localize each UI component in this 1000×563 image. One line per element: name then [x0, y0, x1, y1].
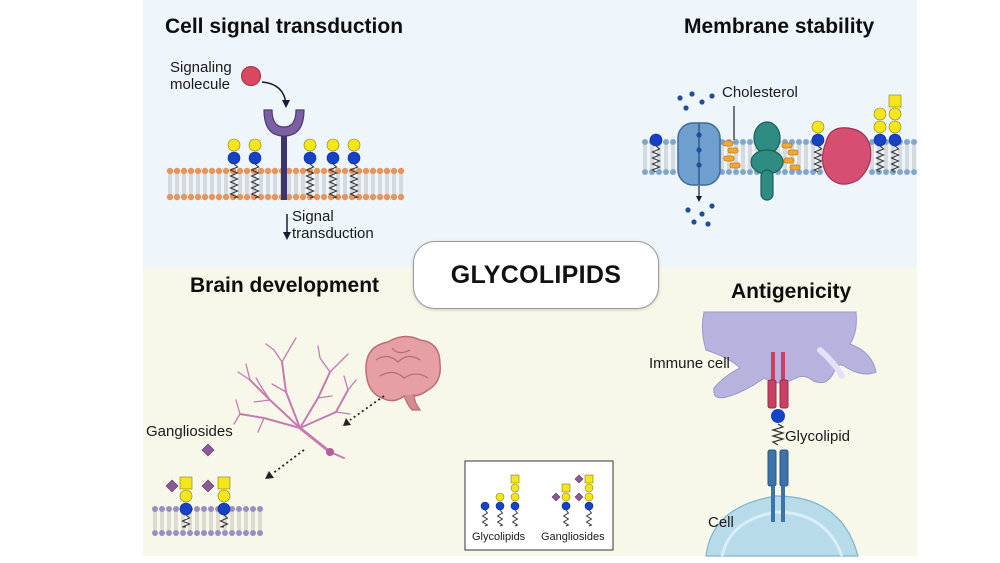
cell-receptor-icon — [767, 449, 789, 522]
cell-label: Cell — [708, 514, 734, 531]
receptor-stem — [281, 136, 287, 200]
signaling-molecule-label-line1: Signaling — [170, 59, 232, 76]
glycolipid-tail-icon — [770, 423, 786, 446]
signaling-molecule-icon — [241, 66, 261, 86]
immune-cell-icon — [701, 311, 877, 399]
signal-glycolipids — [227, 138, 361, 199]
membrane-heading: Membrane stability — [684, 15, 875, 38]
glycolipid-label: Glycolipid — [785, 428, 851, 445]
ions-icon — [677, 91, 715, 227]
binding-arrowhead — [282, 100, 290, 108]
center-title-box: GLYCOLIPIDS — [413, 241, 659, 309]
top-panel-background — [143, 0, 917, 268]
gangliosides-label: Gangliosides — [146, 423, 233, 440]
brain-icon — [365, 335, 441, 411]
legend-glycolipids-icon — [480, 474, 520, 527]
cholesterol-label: Cholesterol — [722, 84, 798, 101]
membrane-protein-teal-icon — [750, 121, 784, 201]
neuron-soma — [326, 448, 334, 456]
page-title: GLYCOLIPIDS — [450, 260, 622, 289]
antigenicity-heading: Antigenicity — [731, 280, 852, 303]
signal-arrowhead — [283, 232, 291, 240]
target-cell-icon — [705, 495, 859, 557]
signal-heading: Cell signal transduction — [165, 15, 404, 38]
brain-membrane — [152, 506, 263, 536]
ganglioside-molecules — [165, 443, 231, 528]
neuron-to-ganglioside-arrow — [271, 449, 305, 475]
legend-gangliosides-label: Gangliosides — [541, 531, 605, 543]
neuron-icon — [233, 337, 357, 459]
membrane-protein-pink-icon — [821, 127, 872, 185]
immune-receptor-icon — [767, 352, 789, 409]
brain-to-neuron-arrow — [349, 395, 385, 421]
brain-heading: Brain development — [190, 274, 380, 297]
glycolipid-sugar-icon — [771, 409, 785, 423]
cholesterol-icon — [722, 140, 801, 171]
signal-transduction-label-line1: Signal — [292, 208, 334, 225]
legend-glycolipids-label: Glycolipids — [472, 531, 526, 543]
signal-membrane — [166, 167, 405, 201]
signal-transduction-label-line2: transduction — [292, 225, 374, 242]
stability-glycolipids — [649, 94, 902, 173]
legend-gangliosides-icon — [551, 474, 594, 527]
ion-channel-icon — [677, 122, 721, 202]
immune-cell-label: Immune cell — [649, 355, 730, 372]
signaling-molecule-label-line2: molecule — [170, 76, 231, 93]
receptor-icon — [263, 109, 305, 137]
